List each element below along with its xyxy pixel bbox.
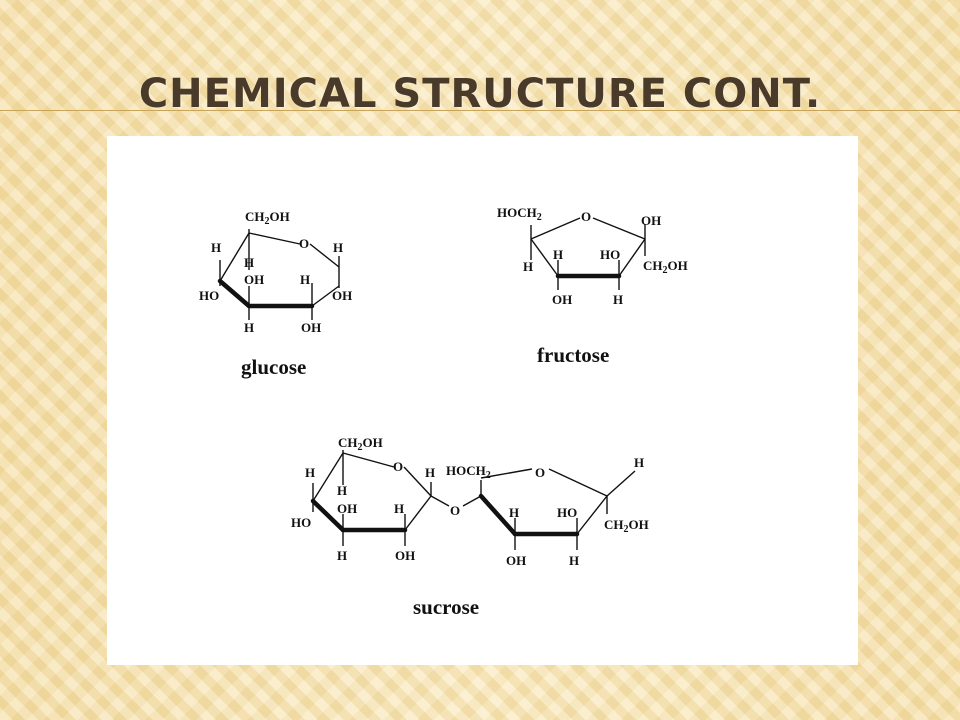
sucrose-name: sucrose xyxy=(413,595,479,619)
fructose-c2-oh: OH xyxy=(641,213,661,228)
sucrose-bond-fru-c5-h xyxy=(606,470,636,497)
sucrose-bond-fru-c3-c2 xyxy=(478,493,518,537)
sucrose-glc-c2-h: H xyxy=(394,501,404,516)
glucose-bond-c3-c4-thick xyxy=(217,278,252,309)
fructose-bond-c5-o xyxy=(530,217,581,240)
fructose-bond-c2-c3 xyxy=(618,238,646,277)
glucose-c1-h: H xyxy=(333,240,343,255)
slide-title: Chemical structure cont. xyxy=(138,71,822,117)
fructose-bond-c4-c5 xyxy=(530,238,559,277)
glucose-ch2oh-label: CH2OH xyxy=(245,209,290,227)
sucrose-fru-h-top: H xyxy=(634,455,644,470)
glucose-bond-c4-c5 xyxy=(219,232,250,282)
structures-figure: CH2OH O H H H OH H HO OH H OH glucose xyxy=(107,136,858,665)
sucrose-glc-c5-h: H xyxy=(337,483,347,498)
glucose-c3-oh: OH xyxy=(244,272,264,287)
glucose-c2-oh: OH xyxy=(301,320,321,335)
sucrose-bond-c4-c5 xyxy=(312,452,344,502)
glucose-structure: CH2OH O H H H OH H HO OH H OH glucose xyxy=(199,209,352,379)
fructose-c3-h: H xyxy=(613,292,623,307)
fructose-ring-o: O xyxy=(581,209,591,224)
title-rule xyxy=(0,110,960,111)
sucrose-fru-hoch2-label: HOCH2 xyxy=(446,463,491,481)
sucrose-structure: CH2OH O H H H OH H HO H OH O HOCH2 O H H… xyxy=(291,435,649,619)
sucrose-bond-o-fru xyxy=(462,495,482,507)
sucrose-glc-ring-o: O xyxy=(393,459,403,474)
sucrose-bond-c1-c2 xyxy=(404,495,432,531)
sucrose-glc-ch2oh-label: CH2OH xyxy=(338,435,383,453)
glucose-name: glucose xyxy=(241,355,306,379)
sucrose-bond-fru-c5-c4 xyxy=(576,495,608,535)
sucrose-fru-c3-h: H xyxy=(509,505,519,520)
fructose-bond-o-c2 xyxy=(592,217,646,240)
sucrose-fru-c4-oh: OH xyxy=(506,553,526,568)
glucose-c4-oh: HO xyxy=(199,288,219,303)
glucose-bond-c5-o xyxy=(248,232,301,245)
glucose-c4-h-up: H xyxy=(211,240,221,255)
fructose-hoch2-label: HOCH2 xyxy=(497,205,542,223)
sucrose-bond-c3-c4 xyxy=(310,498,346,533)
glucose-bond-c1-c2 xyxy=(311,285,340,307)
fructose-c4-oh: OH xyxy=(552,292,572,307)
sucrose-bond-fru-c2-o xyxy=(480,468,533,479)
fructose-ch2oh-label: CH2OH xyxy=(643,258,688,276)
structures-diagram: CH2OH O H H H OH H HO OH H OH glucose xyxy=(199,205,688,619)
sucrose-fru-ring-o: O xyxy=(535,465,545,480)
sucrose-bond-c5-o xyxy=(342,452,395,468)
fructose-c4-h: H xyxy=(553,247,563,262)
glucose-c3-h: H xyxy=(244,320,254,335)
sucrose-fru-c3-h-down: H xyxy=(569,553,579,568)
glucose-ring-o: O xyxy=(299,236,309,251)
sucrose-bond-c1-o xyxy=(430,495,450,507)
fructose-c3-ho: HO xyxy=(600,247,620,262)
sucrose-glc-ho: HO xyxy=(291,515,311,530)
glucose-c5-h: H xyxy=(244,255,254,270)
sucrose-glc-c1-h: H xyxy=(425,465,435,480)
sucrose-glc-c2-oh: OH xyxy=(395,548,415,563)
sucrose-fru-c4-ho: HO xyxy=(557,505,577,520)
glucose-c1-oh: OH xyxy=(332,288,352,303)
glucose-bond-o-c1 xyxy=(309,243,340,268)
fructose-c5-h: H xyxy=(523,259,533,274)
fructose-name: fructose xyxy=(537,343,609,367)
sucrose-glc-c3-oh: OH xyxy=(337,501,357,516)
fructose-structure: HOCH2 O OH H HO H CH2OH OH H fructose xyxy=(497,205,688,367)
sucrose-bond-fru-o-c5 xyxy=(548,468,608,497)
sucrose-bond-o-c1 xyxy=(403,466,432,497)
sucrose-fru-ch2oh-label: CH2OH xyxy=(604,517,649,535)
glucose-c2-h: H xyxy=(300,272,310,287)
sucrose-glc-c4-h: H xyxy=(305,465,315,480)
sucrose-glc-c4-h-down: H xyxy=(337,548,347,563)
sucrose-bridge-o: O xyxy=(450,503,460,518)
